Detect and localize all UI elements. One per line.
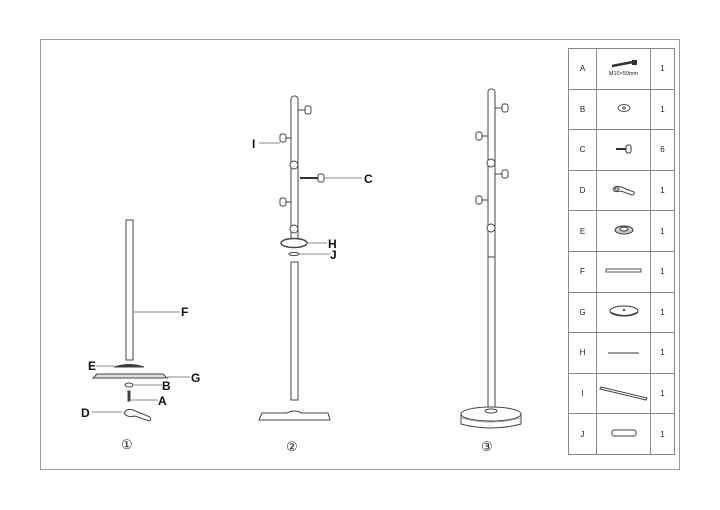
hook-2 <box>279 133 291 143</box>
table-row: C 6 <box>568 129 675 171</box>
base-2 <box>258 410 331 421</box>
step-3-illustration <box>460 88 522 429</box>
part-letter: F <box>568 250 597 293</box>
table-row: I 1 <box>568 372 675 415</box>
part-picture <box>596 169 651 212</box>
hook-screw-icon <box>615 144 631 154</box>
step-number-1: ① <box>121 437 133 452</box>
callout-i: I <box>252 137 255 151</box>
part-picture <box>596 332 651 374</box>
part-a-bolt <box>127 390 131 402</box>
upper-pole <box>290 95 299 245</box>
full-pole <box>487 88 496 412</box>
callout-c: C <box>364 172 373 186</box>
part-qty: 1 <box>650 291 675 334</box>
part-picture <box>596 372 651 415</box>
table-row: B 1 <box>568 88 675 131</box>
part-b-washer <box>124 382 134 388</box>
table-row: F 1 <box>568 250 675 293</box>
part-qty: 1 <box>650 48 675 90</box>
base-disc-icon <box>609 305 638 317</box>
callout-f: F <box>181 305 188 319</box>
part-picture <box>596 291 651 334</box>
knob-1 <box>289 160 299 170</box>
step-2-illustration <box>258 95 362 421</box>
part-picture <box>596 88 651 131</box>
table-row: J 1 <box>568 413 675 455</box>
part-letter: A <box>568 48 597 90</box>
part-qty: 1 <box>650 372 675 415</box>
callout-a: A <box>158 394 167 408</box>
hook-a <box>495 103 509 113</box>
part-letter: J <box>568 413 597 455</box>
part-letter: C <box>568 129 597 171</box>
part-d-wrench <box>123 408 152 422</box>
lower-pole <box>290 261 299 401</box>
callout-h: H <box>328 237 337 251</box>
part-letter: G <box>568 291 597 334</box>
part-picture <box>596 413 651 455</box>
step-number-2: ② <box>286 439 298 454</box>
part-letter: B <box>568 88 597 131</box>
table-row: G 1 <box>568 291 675 334</box>
table-row: D 1 <box>568 169 675 212</box>
part-f-pole <box>125 219 134 361</box>
part-qty: 1 <box>650 210 675 252</box>
short-pole-icon <box>605 268 641 273</box>
part-picture <box>596 129 651 171</box>
part-note: M10×50mm <box>608 71 639 78</box>
washer-icon <box>617 104 630 113</box>
parts-table: A M10×50mm 1 B 1 C 6 D 1 E 1 F 1 G 1 H 1 <box>568 48 675 455</box>
callout-g: G <box>191 371 200 385</box>
table-row: E 1 <box>568 210 675 252</box>
hook-c <box>495 169 509 179</box>
part-picture <box>596 210 651 252</box>
knob-2 <box>289 224 299 234</box>
part-e-plate <box>113 364 145 368</box>
bolt-icon <box>611 60 637 68</box>
callout-d: D <box>81 406 90 420</box>
table-row: H 1 <box>568 332 675 374</box>
part-g-base <box>91 373 169 379</box>
part-picture: M10×50mm <box>596 48 651 90</box>
hook-3 <box>300 173 325 183</box>
part-letter: I <box>568 372 597 415</box>
part-qty: 1 <box>650 169 675 212</box>
diagram-frame <box>40 39 680 470</box>
knob-b <box>486 223 496 233</box>
knob-a <box>486 158 496 168</box>
callout-e: E <box>88 359 96 373</box>
step-1-illustration <box>91 219 190 422</box>
part-letter: H <box>568 332 597 374</box>
wrench-icon <box>611 185 635 196</box>
step-number-3: ③ <box>481 439 493 454</box>
callout-j: J <box>330 248 337 262</box>
part-j-ring <box>288 252 300 256</box>
part-letter: D <box>568 169 597 212</box>
rod-icon <box>607 352 639 355</box>
hook-1 <box>298 105 312 115</box>
part-h-ring <box>280 237 308 249</box>
part-qty: 1 <box>650 250 675 293</box>
part-picture <box>596 250 651 293</box>
callout-b: B <box>162 379 171 393</box>
part-qty: 1 <box>650 88 675 131</box>
hook-4 <box>279 197 291 207</box>
hook-d <box>475 195 488 205</box>
part-letter: E <box>568 210 597 252</box>
hook-b <box>475 131 488 141</box>
table-row: A M10×50mm 1 <box>568 48 675 90</box>
part-qty: 6 <box>650 129 675 171</box>
base-plate-icon <box>614 225 633 235</box>
base-3 <box>460 406 522 429</box>
part-qty: 1 <box>650 413 675 455</box>
part-qty: 1 <box>650 332 675 374</box>
long-pole-icon <box>598 385 648 401</box>
ring-icon <box>611 429 636 437</box>
